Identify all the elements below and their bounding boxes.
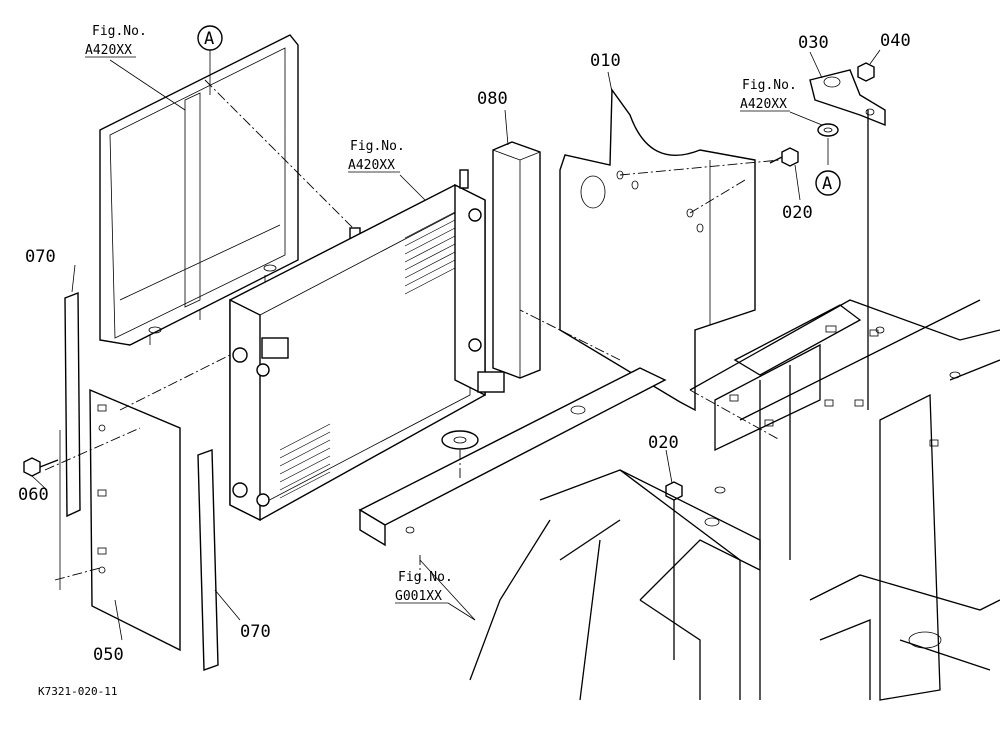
callout-a-top: A (197, 25, 223, 51)
part-number-020-top: 020 (782, 203, 813, 223)
bolt-020-top (769, 147, 799, 167)
bolt-060 (23, 457, 59, 477)
support-rail (358, 367, 667, 547)
part-number-050: 050 (93, 645, 124, 665)
figure-reference-bottom: Fig.No. G001XX (395, 570, 476, 621)
part-number-060: 060 (18, 485, 49, 505)
bolt-040 (857, 62, 875, 82)
figure-reference-center: Fig.No. A420XX (348, 139, 405, 173)
shroud-plate-010 (559, 87, 756, 412)
part-number-070-left: 070 (25, 247, 56, 267)
callout-a-right: A (815, 170, 841, 196)
part-number-070-right: 070 (240, 622, 271, 642)
washer (817, 123, 839, 137)
fig-code: A420XX (85, 43, 132, 58)
rubber-mount (441, 430, 479, 450)
part-number-040: 040 (880, 31, 911, 51)
fig-label: Fig.No. (398, 570, 453, 585)
sponge-seal-080 (492, 141, 541, 379)
fig-label: Fig.No. (742, 78, 797, 93)
fig-label: Fig.No. (92, 24, 147, 39)
bracket-030 (809, 69, 886, 127)
part-number-010: 010 (590, 51, 621, 71)
callout-a-right-text: A (822, 174, 832, 194)
callout-a-top-text: A (204, 29, 214, 49)
part-number-080: 080 (477, 89, 508, 109)
part-number-030: 030 (798, 33, 829, 53)
drawing-code: K7321-020-11 (38, 685, 117, 698)
radiator-guard-frame (99, 34, 299, 346)
fig-code: G001XX (395, 589, 442, 604)
side-seal-left (64, 291, 81, 518)
radiator-core (229, 169, 505, 522)
main-frame (419, 299, 1000, 701)
fig-code: A420XX (348, 158, 395, 173)
leader-lines (31, 49, 881, 641)
baffle-plate (89, 388, 181, 652)
part-number-020-mid: 020 (648, 433, 679, 453)
fig-code: A420XX (740, 97, 787, 112)
figure-reference-top-left: Fig.No. A420XX (85, 24, 147, 58)
side-seal-right (197, 449, 219, 671)
figure-reference-right: Fig.No. A420XX (740, 78, 797, 112)
fig-label: Fig.No. (350, 139, 405, 154)
